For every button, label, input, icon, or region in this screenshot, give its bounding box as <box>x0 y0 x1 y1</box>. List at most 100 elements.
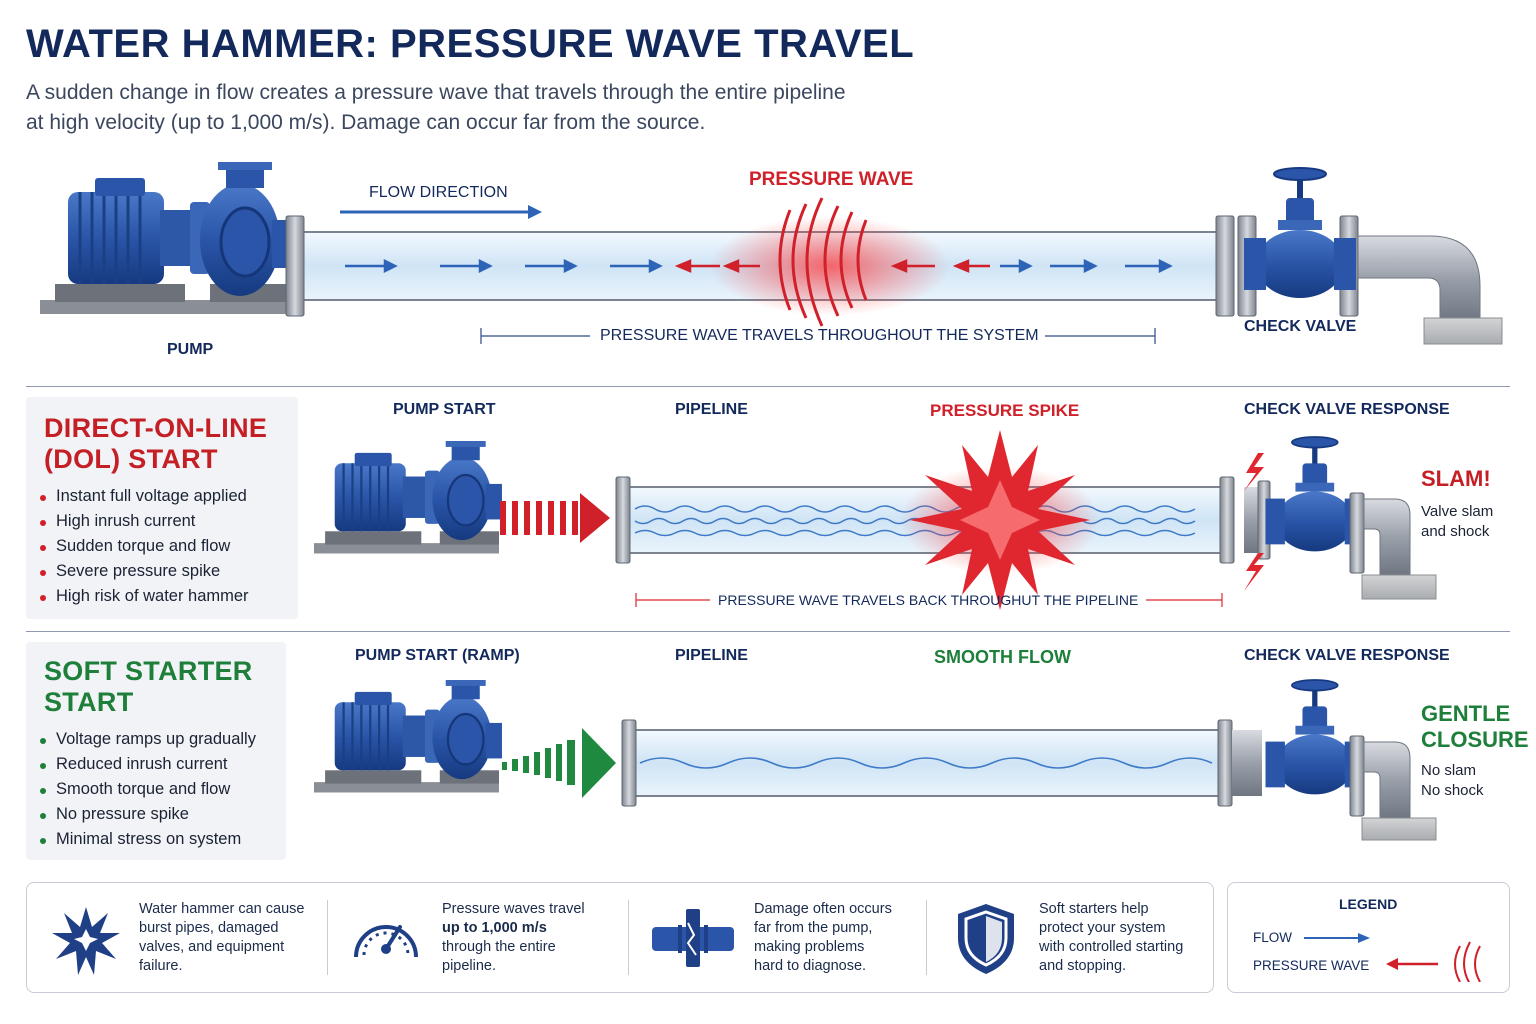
pressure-wave-arcs <box>778 197 868 327</box>
burst-core <box>960 480 1040 560</box>
lightning-icon <box>1244 453 1264 591</box>
dol-result-line-1: Valve slam <box>1421 503 1494 520</box>
soft-bullet-list: Voltage ramps up gradually Reduced inrus… <box>26 730 286 855</box>
footer-line: hard to diagnose. <box>754 958 867 974</box>
dol-valve <box>1244 437 1437 600</box>
dol-result-title: SLAM! <box>1421 466 1491 491</box>
pump-illustration <box>38 160 296 316</box>
travel-dimension-line <box>480 328 1156 344</box>
footer-item-4-text: Soft starters help protect your system w… <box>1039 900 1183 976</box>
pressure-wave-label: PRESSURE WAVE <box>749 169 914 190</box>
soft-diagram <box>312 670 1437 841</box>
footer-line: and stopping. <box>1039 958 1127 974</box>
footer-item-2-text: Pressure waves travel up to 1,000 m/s th… <box>442 900 585 976</box>
soft-valve <box>1232 680 1437 841</box>
check-valve-label: CHECK VALVE <box>1244 318 1357 335</box>
footer-separator <box>926 900 927 975</box>
legend-pressure-arrow <box>1386 958 1438 970</box>
legend-symbols <box>1304 933 1481 982</box>
flow-direction-arrow <box>340 205 542 219</box>
footer-line: with controlled starting <box>1039 939 1184 955</box>
footer-line: Soft starters help <box>1039 901 1149 917</box>
dol-result-text: Valve slam and shock <box>1421 502 1493 542</box>
footer-item-3-text: Damage often occurs far from the pump, m… <box>754 900 892 976</box>
footer-line: protect your system <box>1039 920 1166 936</box>
soft-panel: SOFT STARTER START Voltage ramps up grad… <box>26 642 286 860</box>
soft-result-line-2: No shock <box>1421 782 1484 799</box>
soft-col-valve: CHECK VALVE RESPONSE <box>1244 647 1450 664</box>
footer-line: pipeline. <box>442 958 497 974</box>
footer-line-bold: up to 1,000 m/s <box>442 920 547 936</box>
page-title: WATER HAMMER: PRESSURE WAVE TRAVEL <box>26 22 915 66</box>
dol-title: DIRECT-ON-LINE (DOL) START <box>44 413 298 475</box>
dol-travel-note: PRESSURE WAVE TRAVELS BACK THROUGHUT THE… <box>718 592 1139 608</box>
soft-title-line-2: START <box>44 687 134 717</box>
legend-wave-label: PRESSURE WAVE <box>1253 958 1370 973</box>
footer-line: Pressure waves travel <box>442 901 585 917</box>
dol-title-line-2: (DOL) START <box>44 444 218 474</box>
section-divider <box>26 386 1510 387</box>
soft-col-event: SMOOTH FLOW <box>934 647 1071 667</box>
pump-label: PUMP <box>167 341 214 358</box>
soft-ramp-arrow <box>502 728 616 798</box>
broken-pipe-icon <box>652 909 734 967</box>
list-item: Reduced inrush current <box>26 755 286 780</box>
dol-col-pump: PUMP START <box>393 401 496 418</box>
list-item: No pressure spike <box>26 805 286 830</box>
footer-line: valves, and equipment <box>139 939 285 955</box>
burst-icon <box>52 907 120 975</box>
dol-col-pipeline: PIPELINE <box>675 401 748 418</box>
soft-smooth-waves <box>639 757 1213 769</box>
flow-direction-label: FLOW DIRECTION <box>369 184 508 201</box>
dol-panel: DIRECT-ON-LINE (DOL) START Instant full … <box>26 397 298 619</box>
footer-separator <box>628 900 629 975</box>
overview-travel-note: PRESSURE WAVE TRAVELS THROUGHOUT THE SYS… <box>600 327 1039 344</box>
footer-separator <box>327 900 328 975</box>
dol-diagram <box>312 430 1437 610</box>
list-item: High inrush current <box>26 512 298 537</box>
check-valve-illustration <box>1244 168 1356 298</box>
list-item: High risk of water hammer <box>26 587 298 612</box>
soft-col-pipeline: PIPELINE <box>675 647 748 664</box>
subtitle-line-1: A sudden change in flow creates a pressu… <box>26 81 846 104</box>
soft-col-pump: PUMP START (RAMP) <box>355 647 520 664</box>
list-item: Minimal stress on system <box>26 830 286 855</box>
soft-result-text: No slam No shock <box>1421 761 1484 801</box>
page-subtitle: A sudden change in flow creates a pressu… <box>26 78 926 138</box>
soft-result-title-line-1: GENTLE <box>1421 701 1511 726</box>
list-item: Smooth torque and flow <box>26 780 286 805</box>
list-item: Sudden torque and flow <box>26 537 298 562</box>
pressure-glow <box>710 216 950 316</box>
footer-line: making problems <box>754 939 865 955</box>
legend-flow-arrow <box>1304 933 1370 943</box>
dol-travel-dimension <box>635 593 1223 607</box>
soft-title: SOFT STARTER START <box>44 656 286 718</box>
subtitle-line-2: at high velocity (up to 1,000 m/s). Dama… <box>26 111 706 134</box>
list-item: Severe pressure spike <box>26 562 298 587</box>
footer-line: Water hammer can cause <box>139 901 305 917</box>
footer-line: burst pipes, damaged <box>139 920 279 936</box>
footer-line: through the entire <box>442 939 556 955</box>
dol-title-line-1: DIRECT-ON-LINE <box>44 413 268 443</box>
pressure-arrows <box>674 259 990 273</box>
list-item: Instant full voltage applied <box>26 487 298 512</box>
soft-result-line-1: No slam <box>1421 762 1477 779</box>
footer-line: far from the pump, <box>754 920 873 936</box>
footer-line: failure. <box>139 958 183 974</box>
soft-result-title: GENTLE CLOSURE <box>1421 701 1529 753</box>
dol-col-valve: CHECK VALVE RESPONSE <box>1244 401 1450 418</box>
dol-pump-illustration <box>312 439 504 555</box>
soft-pipe <box>621 719 1233 807</box>
soft-pump-illustration <box>312 678 504 794</box>
gauge-icon <box>354 925 418 958</box>
overview-diagram <box>38 160 1503 345</box>
dol-flow-arrow <box>500 493 610 543</box>
soft-result-title-line-2: CLOSURE <box>1421 727 1529 752</box>
footer-info-bar <box>26 882 1214 993</box>
section-divider <box>26 631 1510 632</box>
legend-title: LEGEND <box>1339 896 1398 912</box>
dol-bullet-list: Instant full voltage applied High inrush… <box>26 487 298 612</box>
dol-col-event: PRESSURE SPIKE <box>930 401 1080 420</box>
footer-item-1-text: Water hammer can cause burst pipes, dama… <box>139 900 304 976</box>
list-item: Voltage ramps up gradually <box>26 730 286 755</box>
